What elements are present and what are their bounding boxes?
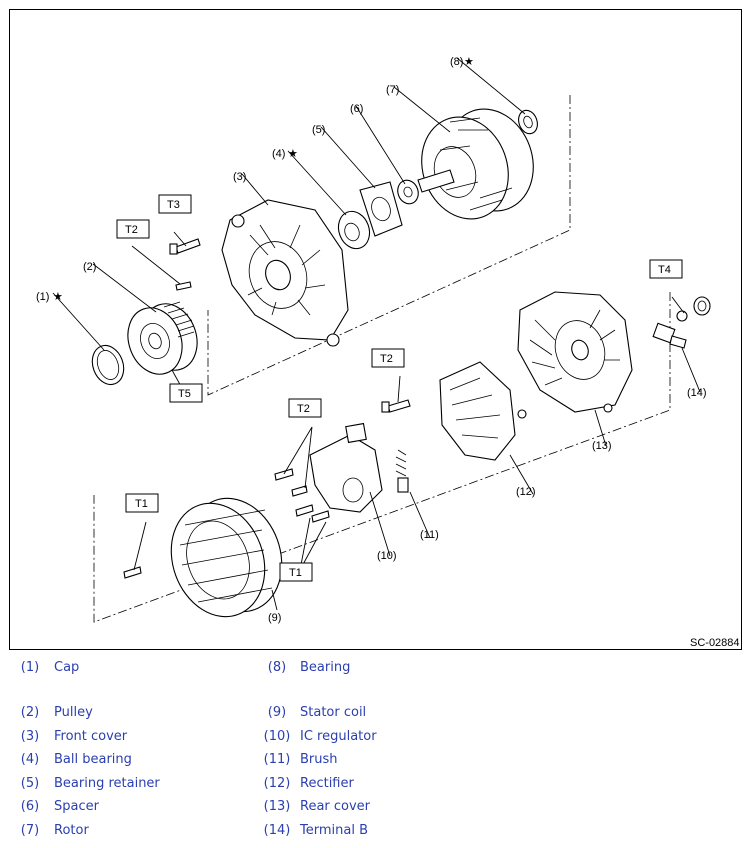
- rear-bearing-part: [518, 109, 538, 135]
- bolt-t2-rect: [381, 399, 411, 413]
- legend-name: IC regulator: [300, 729, 377, 744]
- legend-name: Rear cover: [300, 799, 371, 814]
- parts-legend: (1) Cap (2) Pulley (3) Front cover (4) B…: [0, 652, 752, 848]
- label-part-14: (14): [687, 387, 707, 399]
- legend-name: Cap: [54, 660, 80, 675]
- legend-name: Rotor: [54, 823, 89, 838]
- star-part-8: ★: [464, 56, 474, 68]
- legend-name: Bearing: [300, 660, 351, 675]
- legend-number: (7): [20, 823, 40, 838]
- torque-box-t5: T5: [169, 383, 203, 403]
- legend-number: (9): [267, 705, 287, 720]
- figure-code: SC-02884: [690, 637, 740, 649]
- torque-box-t2-front: T2: [116, 219, 150, 239]
- legend-name: Brush: [300, 752, 338, 767]
- svg-text:T1: T1: [289, 567, 302, 579]
- legend-number: (12): [263, 776, 291, 791]
- label-part-7: (7): [386, 84, 399, 96]
- label-part-4: (4): [272, 148, 285, 160]
- label-part-9: (9): [268, 612, 281, 624]
- ic-regulator-part: [309, 422, 383, 513]
- bearing-retainer-part: [359, 181, 403, 237]
- rectifier-part: [439, 361, 527, 461]
- svg-text:T2: T2: [125, 224, 138, 236]
- bolt-t1-a: [295, 504, 314, 517]
- svg-text:T5: T5: [178, 388, 191, 400]
- torque-box-t1-bottom: T1: [279, 562, 313, 582]
- legend-number: (8): [267, 660, 287, 675]
- bolt-t2-reg-a: [274, 468, 294, 481]
- pulley-part: [127, 301, 198, 375]
- torque-box-t3: T3: [158, 194, 192, 214]
- label-part-3: (3): [233, 171, 246, 183]
- legend-name: Pulley: [54, 705, 93, 720]
- rear-cover-part: [517, 291, 633, 413]
- stator-coil-part: [170, 497, 283, 618]
- label-part-1: (1): [36, 291, 49, 303]
- spacer-part: [397, 179, 419, 205]
- ball-bearing-part: [337, 210, 371, 250]
- legend-number: (11): [263, 752, 291, 767]
- legend-number: (3): [20, 729, 40, 744]
- torque-box-t1-left: T1: [125, 493, 159, 513]
- torque-box-t4: T4: [649, 259, 683, 279]
- legend-number: (13): [263, 799, 291, 814]
- bolt-t1-stator: [123, 566, 142, 579]
- legend-number: (1): [20, 660, 40, 675]
- legend-number: (6): [20, 799, 40, 814]
- legend-name: Front cover: [54, 729, 128, 744]
- label-part-12: (12): [516, 486, 536, 498]
- legend-number: (2): [20, 705, 40, 720]
- torque-box-t2-rect: T2: [371, 348, 405, 368]
- legend-name: Bearing retainer: [54, 776, 160, 791]
- legend-name: Terminal B: [300, 823, 368, 838]
- svg-text:T3: T3: [167, 199, 180, 211]
- label-part-8: (8): [450, 56, 463, 68]
- legend-name: Spacer: [54, 799, 99, 814]
- svg-text:T2: T2: [380, 353, 393, 365]
- star-part-1: ★: [53, 291, 63, 303]
- bolt-t2-front: [175, 281, 192, 291]
- legend-number: (14): [263, 823, 291, 838]
- legend-name: Rectifier: [300, 776, 354, 791]
- svg-text:T4: T4: [658, 264, 671, 276]
- legend-name: Stator coil: [300, 705, 367, 720]
- alternator-diagram: (1) ★ (2) (3) (4) ★ (5) (6) (7) (8) ★ (9…: [36, 56, 740, 649]
- axis-lower: [93, 292, 671, 623]
- legend-number: (4): [20, 752, 40, 767]
- legend-name: Ball bearing: [54, 752, 132, 767]
- bolt-t2-reg-b: [291, 485, 308, 497]
- legend-number: (5): [20, 776, 40, 791]
- label-part-2: (2): [83, 261, 96, 273]
- bolt-t3: [169, 238, 201, 255]
- legend-number: (10): [263, 729, 291, 744]
- brush-part: [395, 449, 409, 493]
- exploded-view-figure: (1) ★ (2) (3) (4) ★ (5) (6) (7) (8) ★ (9…: [9, 9, 742, 650]
- terminal-b-part: [652, 296, 711, 349]
- label-part-11: (11): [420, 529, 439, 541]
- bolt-t1-b: [311, 510, 330, 523]
- cap-part: [91, 344, 125, 386]
- label-part-13: (13): [592, 440, 612, 452]
- rotor-part: [417, 108, 534, 220]
- star-part-4: ★: [288, 148, 298, 160]
- label-part-10: (10): [377, 550, 397, 562]
- leader-lines: [52, 57, 701, 611]
- svg-text:T2: T2: [297, 403, 310, 415]
- svg-text:T1: T1: [135, 498, 148, 510]
- torque-box-t2-reg: T2: [288, 398, 322, 418]
- label-part-5: (5): [312, 124, 325, 136]
- label-part-6: (6): [350, 103, 363, 115]
- front-cover-part: [221, 199, 349, 347]
